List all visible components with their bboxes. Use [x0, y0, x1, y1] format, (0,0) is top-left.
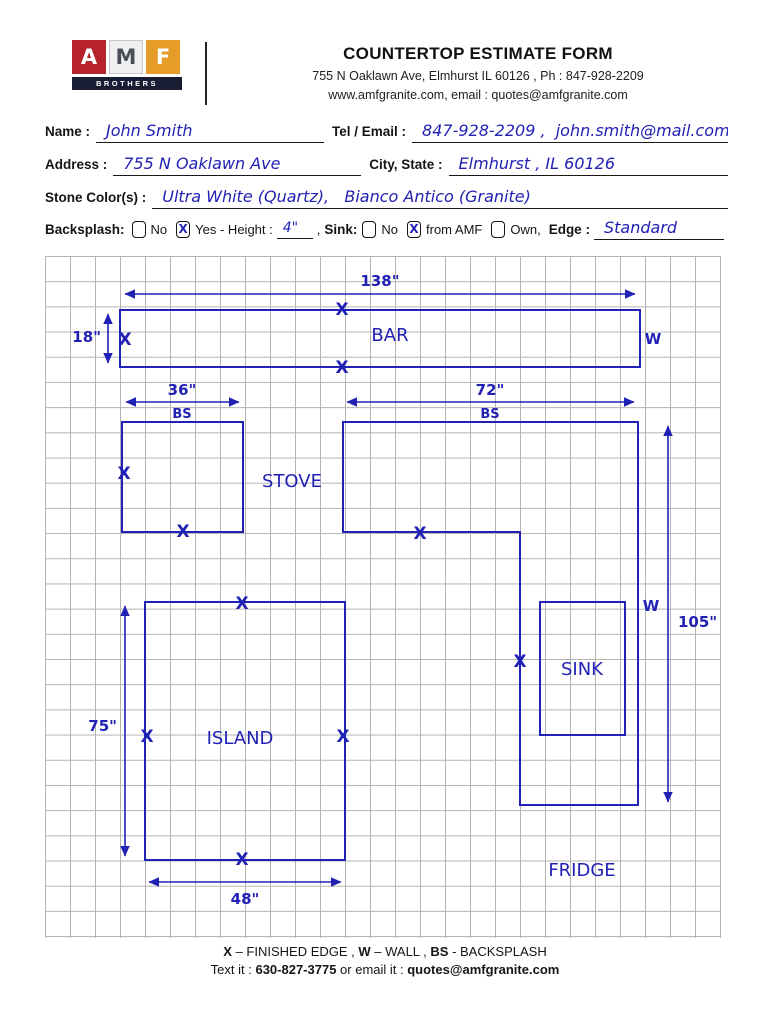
bar-label: BAR: [371, 325, 408, 346]
sink-cutout-outline: [539, 601, 626, 736]
finished-edge-mark: X: [140, 727, 153, 747]
name-field[interactable]: John Smith: [96, 121, 325, 143]
dim-right-run-label: 105": [678, 613, 717, 631]
city-state-field[interactable]: Elmhurst , IL 60126: [448, 154, 728, 176]
contact-email: quotes@amfgranite.com: [407, 962, 560, 977]
dim-left-backsplash-label: 36": [168, 381, 197, 399]
dim-island-width-label: 48": [231, 890, 260, 908]
stone-color-field[interactable]: Ultra White (Quartz), Bianco Antico (Gra…: [152, 187, 728, 209]
contact-mid-text: or email it :: [336, 962, 408, 977]
company-web-email-line: www.amfgranite.com, email : quotes@amfgr…: [328, 88, 628, 102]
logo-brothers-text: BROTHERS: [72, 77, 182, 90]
contact-line: Text it : 630-827-3775 or email it : quo…: [0, 962, 770, 977]
stove-left-counter-outline: [121, 421, 244, 533]
address-label: Address :: [45, 157, 108, 172]
bar-wall-mark: W: [645, 330, 662, 348]
finished-edge-mark: X: [413, 524, 426, 544]
island-outline: [144, 601, 346, 861]
finished-edge-mark: X: [235, 850, 248, 870]
stone-color-row: Stone Color(s) : Ultra White (Quartz), B…: [45, 187, 728, 209]
legend-x-def: – FINISHED EDGE ,: [231, 944, 359, 959]
finished-edge-mark: X: [118, 330, 131, 350]
backsplash-no-text: No: [150, 221, 168, 237]
bar-counter-outline: [119, 309, 641, 368]
fridge-label: FRIDGE: [548, 860, 615, 881]
city-state-label: City, State :: [369, 157, 443, 172]
stove-label: STOVE: [262, 471, 322, 492]
sink-no-text: No: [381, 221, 398, 237]
legend-line: X – FINISHED EDGE , W – WALL , BS - BACK…: [0, 944, 770, 959]
edge-field[interactable]: Standard: [593, 218, 724, 240]
comma-text: ,: [316, 221, 321, 237]
right-counter-outline: [342, 421, 639, 806]
countertop-diagram: 138" 18" 36" BS 72" BS 105" 75" 48" BAR …: [72, 272, 717, 908]
address-row: Address : 755 N Oaklawn Ave City, State …: [45, 154, 728, 176]
sink-from-amf-text: from AMF: [426, 221, 483, 237]
sink-from-amf-checkbox[interactable]: X: [407, 220, 421, 238]
right-bs-mark: BS: [480, 407, 499, 422]
logo-tiles: A M F: [72, 40, 182, 74]
finished-edge-mark: X: [336, 727, 349, 747]
tel-email-field[interactable]: 847-928-2209 , john.smith@mail.com: [412, 121, 728, 143]
contact-pre-text: Text it :: [210, 962, 256, 977]
tel-email-label: Tel / Email :: [332, 124, 407, 139]
island-label: ISLAND: [207, 728, 274, 749]
company-address-line: 755 N Oaklawn Ave, Elmhurst IL 60126 , P…: [312, 69, 644, 83]
sink-label-diagram: SINK: [561, 659, 604, 680]
legend-bs-key: BS: [430, 944, 449, 959]
left-bs-mark: BS: [172, 407, 191, 422]
legend-x-key: X: [223, 944, 232, 959]
header-text: COUNTERTOP ESTIMATE FORM 755 N Oaklawn A…: [228, 44, 728, 102]
finished-edge-mark: X: [335, 300, 348, 320]
logo-letter-a: A: [72, 40, 106, 74]
backsplash-height-field[interactable]: 4": [276, 220, 313, 239]
backsplash-no-checkbox[interactable]: [131, 220, 146, 238]
contact-phone: 630-827-3775: [255, 962, 337, 977]
edge-label: Edge :: [548, 221, 590, 237]
backsplash-label: Backsplash:: [45, 221, 125, 237]
sink-label: Sink:: [324, 221, 358, 237]
legend-w-key: W: [358, 944, 371, 959]
sink-no-checkbox[interactable]: [362, 220, 377, 238]
finished-edge-mark: X: [117, 464, 130, 484]
backsplash-yes-checkbox[interactable]: X: [176, 220, 191, 238]
grid-paper: 138" 18" 36" BS 72" BS 105" 75" 48" BAR …: [45, 256, 721, 938]
amf-brothers-logo: A M F BROTHERS: [72, 40, 182, 90]
finished-edge-mark: X: [235, 594, 248, 614]
legend-bs-def: - BACKSPLASH: [448, 944, 547, 959]
sink-own-text: Own,: [510, 221, 541, 237]
finished-edge-mark: X: [335, 358, 348, 378]
logo-divider: [205, 42, 207, 105]
dim-bar-length-label: 138": [360, 272, 399, 290]
dim-right-backsplash-label: 72": [476, 381, 505, 399]
page-title: COUNTERTOP ESTIMATE FORM: [343, 44, 613, 63]
backsplash-yes-text: Yes - Height :: [195, 221, 273, 237]
finished-edge-mark: X: [176, 522, 189, 542]
sink-own-checkbox[interactable]: [491, 220, 506, 238]
logo-letter-f: F: [146, 40, 180, 74]
address-field[interactable]: 755 N Oaklawn Ave: [113, 154, 362, 176]
dim-island-length-label: 75": [88, 717, 117, 735]
name-label: Name :: [45, 124, 91, 139]
dim-bar-depth-label: 18": [72, 328, 101, 346]
name-row: Name : John Smith Tel / Email : 847-928-…: [45, 121, 728, 143]
right-wall-mark: W: [643, 597, 660, 615]
finished-edge-mark: X: [513, 652, 526, 672]
stone-color-label: Stone Color(s) :: [45, 190, 147, 205]
legend-w-def: – WALL ,: [370, 944, 431, 959]
logo-letter-m: M: [109, 40, 143, 74]
options-row: Backsplash: No X Yes - Height : 4" , Sin…: [45, 218, 728, 240]
